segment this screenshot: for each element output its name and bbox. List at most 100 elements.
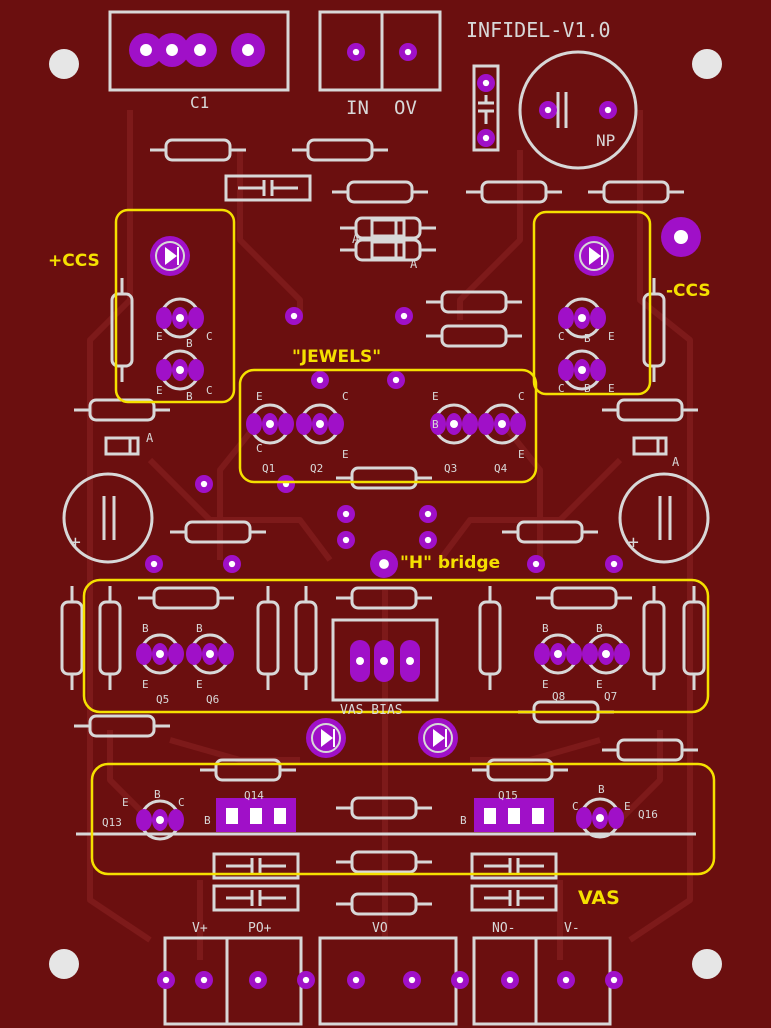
resistor-body bbox=[350, 586, 418, 610]
transistor-pad bbox=[296, 413, 312, 435]
pad-hole bbox=[242, 44, 254, 56]
transistor-pad bbox=[186, 643, 202, 665]
input-connector-outline bbox=[318, 10, 442, 92]
pin-letter: B bbox=[186, 337, 193, 350]
pad-hole bbox=[206, 650, 214, 658]
pad-hole bbox=[406, 657, 414, 665]
resistor-body bbox=[642, 600, 666, 676]
diode-anode-label-3: A bbox=[146, 431, 154, 445]
pad-hole bbox=[408, 976, 416, 984]
pad-hole bbox=[226, 808, 238, 824]
pad-hole bbox=[352, 976, 360, 984]
pad-hole bbox=[498, 420, 506, 428]
board-title: INFIDEL-V1.0 bbox=[466, 18, 611, 42]
q15-label: Q15 bbox=[498, 789, 518, 802]
resistor-body bbox=[98, 600, 122, 676]
capacitors bbox=[104, 174, 668, 912]
resistor-body bbox=[616, 738, 684, 762]
resistor-body bbox=[642, 292, 666, 368]
resistor-body bbox=[350, 796, 418, 820]
mounting-hole-bottom-right bbox=[692, 949, 722, 979]
pad-hole bbox=[404, 48, 412, 56]
pad-hole bbox=[424, 536, 432, 544]
transistor-pad bbox=[558, 359, 574, 381]
resistor-body bbox=[354, 216, 422, 240]
pad-hole bbox=[176, 366, 184, 374]
q4-label: Q4 bbox=[494, 462, 508, 475]
resistor-body bbox=[164, 138, 232, 162]
film-cap-outline bbox=[472, 64, 500, 152]
q3-label: Q3 bbox=[444, 462, 457, 475]
film-cap-body bbox=[470, 884, 558, 912]
resistor-body bbox=[152, 586, 220, 610]
pad-hole bbox=[176, 314, 184, 322]
transistor-pad bbox=[218, 643, 234, 665]
v-minus-label: V- bbox=[564, 921, 580, 936]
pin-letter: B bbox=[186, 390, 193, 403]
pin-letter: E bbox=[156, 330, 163, 343]
electrolytic-cap-right-outline bbox=[618, 472, 710, 564]
resistor-body bbox=[350, 466, 418, 490]
pad-hole bbox=[194, 44, 206, 56]
pad-hole bbox=[356, 657, 364, 665]
pin-letter: C bbox=[178, 796, 185, 809]
pad-hole bbox=[316, 376, 324, 384]
resistor-body bbox=[440, 290, 508, 314]
pin-letter: E bbox=[608, 382, 615, 395]
vas-bias-trimmer-outline bbox=[331, 618, 439, 702]
cap-plus-right: + bbox=[628, 532, 639, 553]
pin-letter: B bbox=[196, 622, 203, 635]
pin-letter: C bbox=[206, 384, 213, 397]
diode-body bbox=[632, 436, 668, 456]
pin-letter: E bbox=[542, 678, 549, 691]
transistor-pad bbox=[510, 413, 526, 435]
horizontal-resistors bbox=[74, 138, 698, 916]
resistor-body bbox=[350, 850, 418, 874]
q6-label: Q6 bbox=[206, 693, 219, 706]
annotation-boxes bbox=[82, 208, 716, 876]
pin-letter: B bbox=[584, 332, 591, 345]
pin-letter: C bbox=[518, 390, 525, 403]
resistor-body bbox=[346, 180, 414, 204]
pin-letter: B bbox=[584, 382, 591, 395]
cap-plus-left: + bbox=[70, 532, 81, 553]
led-symbol bbox=[433, 729, 445, 747]
film-cap-body bbox=[212, 852, 300, 880]
pos-ccs-label: +CCS bbox=[48, 251, 100, 271]
q13-label: Q13 bbox=[102, 816, 122, 829]
transistor-pad bbox=[478, 413, 494, 435]
resistor-body bbox=[88, 714, 156, 738]
resistor-body bbox=[440, 324, 508, 348]
vertical-resistors bbox=[60, 278, 706, 690]
pin-letter: C bbox=[206, 330, 213, 343]
resistor-body bbox=[602, 180, 670, 204]
pad-hole bbox=[482, 134, 490, 142]
transistor-pad bbox=[246, 413, 262, 435]
transistor-pad bbox=[188, 307, 204, 329]
transistor-pad bbox=[614, 643, 630, 665]
resistor-body bbox=[486, 758, 554, 782]
transistor-pad bbox=[278, 413, 294, 435]
resistor-body bbox=[110, 292, 134, 368]
pin-letter: C bbox=[558, 330, 565, 343]
resistor-body bbox=[306, 138, 374, 162]
pad-hole bbox=[424, 510, 432, 518]
pad-hole bbox=[302, 976, 310, 984]
transistor-pad bbox=[608, 807, 624, 829]
pad-hole bbox=[379, 559, 389, 569]
pad-hole bbox=[162, 976, 170, 984]
silk-labels: INFIDEL-V1.0 C1 IN OV NP Q1 Q2 Q3 Q4 Q5 … bbox=[70, 18, 680, 936]
np-cap-outline bbox=[518, 50, 638, 170]
c1-connector-outline bbox=[108, 10, 290, 92]
mounting-hole-bottom-left bbox=[49, 949, 79, 979]
pin-letter: E bbox=[596, 678, 603, 691]
h-bridge-box bbox=[82, 578, 710, 714]
pad-hole bbox=[342, 510, 350, 518]
resistor-body bbox=[550, 586, 618, 610]
pin-letter: E bbox=[624, 800, 631, 813]
pin-letter: C bbox=[256, 442, 263, 455]
pad-hole bbox=[200, 480, 208, 488]
pin-letter: B bbox=[432, 418, 439, 431]
resistor-body bbox=[256, 600, 280, 676]
